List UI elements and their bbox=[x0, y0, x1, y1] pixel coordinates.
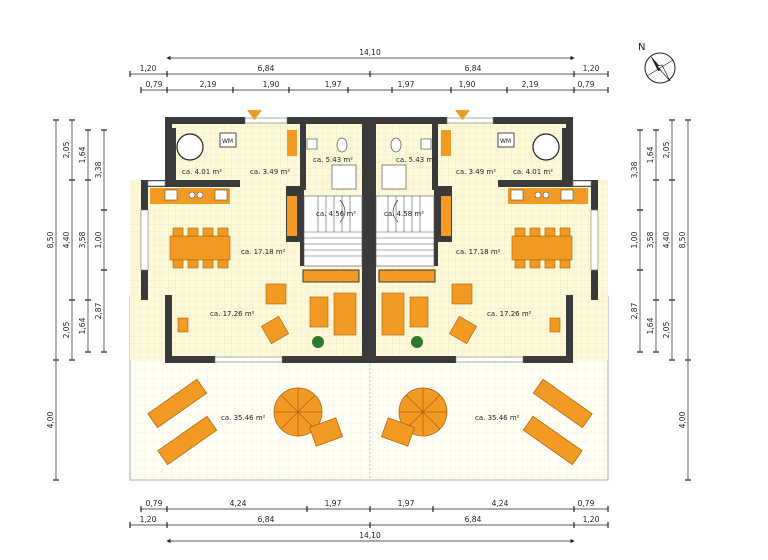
dim-bottom-r1: 0,79 bbox=[578, 499, 595, 508]
walls bbox=[141, 117, 598, 363]
wm-label-right: WM bbox=[500, 138, 511, 145]
parasol-icon bbox=[273, 387, 448, 447]
dim-bottom-total: 14,10 bbox=[359, 531, 381, 540]
room-wc-right: ca. 5.43 m² bbox=[396, 156, 436, 164]
dim-bottom-r2: 6,84 bbox=[258, 515, 275, 524]
dim-bottom-r2: 6,84 bbox=[465, 515, 482, 524]
north-label: N bbox=[638, 42, 645, 53]
room-labels: ca. 4.01 m² ca. 3.49 m² ca. 5.43 m² ca. … bbox=[182, 156, 553, 422]
sun-loungers bbox=[147, 378, 593, 466]
dim-top-r2: 0,79 bbox=[578, 80, 595, 89]
dim-top-r2: 0,79 bbox=[146, 80, 163, 89]
dim-left-inner: 1,64 bbox=[78, 317, 87, 334]
dim-bottom-r1: 0,79 bbox=[146, 499, 163, 508]
dim-bottom-r1: 4,24 bbox=[230, 499, 247, 508]
dim-right-inner: 3,58 bbox=[646, 231, 655, 248]
dining-table-right bbox=[511, 227, 573, 269]
dim-top-r1: 1,20 bbox=[583, 64, 600, 73]
room-dining-right: ca. 17.18 m² bbox=[456, 248, 501, 256]
dim-right-inner: 1,64 bbox=[646, 146, 655, 163]
dim-bottom-r1: 4,24 bbox=[492, 499, 509, 508]
room-terrace-right: ca. 35.46 m² bbox=[475, 414, 520, 422]
bathroom-fixtures-right: WM bbox=[497, 132, 560, 161]
dim-left-mid: 2,05 bbox=[62, 321, 71, 338]
dim-left-inner: 3,58 bbox=[78, 231, 87, 248]
room-hall-right: ca. 3.49 m² bbox=[456, 168, 496, 176]
dim-top-r2: 1,97 bbox=[325, 80, 342, 89]
dimensions bbox=[53, 55, 691, 544]
room-stair-right: ca. 4.58 m² bbox=[384, 210, 424, 218]
dim-top-r2: 1,90 bbox=[263, 80, 280, 89]
room-bath-left: ca. 4.01 m² bbox=[182, 168, 222, 176]
compass-icon: N bbox=[638, 42, 676, 84]
dim-left-inner2: 3,38 bbox=[94, 161, 103, 178]
stairs bbox=[303, 195, 435, 267]
dim-left-outer: 8,50 bbox=[46, 231, 55, 248]
room-wc-left: ca. 5.43 m² bbox=[313, 156, 353, 164]
dim-right-outer: 4,00 bbox=[678, 411, 687, 428]
room-stair-left: ca. 4.56 m² bbox=[316, 210, 356, 218]
dim-right-inner: 1,64 bbox=[646, 317, 655, 334]
dim-top-r2: 2,19 bbox=[522, 80, 539, 89]
dim-left-mid: 2,05 bbox=[62, 141, 71, 158]
room-living-left: ca. 17.26 m² bbox=[210, 310, 255, 318]
cabinets bbox=[287, 130, 451, 236]
dim-top-r2: 1,90 bbox=[459, 80, 476, 89]
dim-left-mid: 4,40 bbox=[62, 231, 71, 248]
dim-right-outer: 8,50 bbox=[678, 231, 687, 248]
dim-right-inner2: 1,00 bbox=[630, 231, 639, 248]
wm-label-left: WM bbox=[222, 138, 233, 145]
dim-top-r1: 6,84 bbox=[465, 64, 482, 73]
dim-right-mid: 4,40 bbox=[662, 231, 671, 248]
dim-top-total: 14,10 bbox=[359, 48, 381, 57]
living-furniture-left bbox=[177, 283, 357, 345]
dim-right-mid: 2,05 bbox=[662, 321, 671, 338]
dim-top-r2: 2,19 bbox=[200, 80, 217, 89]
dim-left-inner2: 2,87 bbox=[94, 302, 103, 319]
dim-left-inner2: 1,00 bbox=[94, 231, 103, 248]
dim-bottom-r2: 1,20 bbox=[140, 515, 157, 524]
room-living-right: ca. 17.26 m² bbox=[487, 310, 532, 318]
dim-left-outer: 4,00 bbox=[46, 411, 55, 428]
dim-right-mid: 2,05 bbox=[662, 141, 671, 158]
room-dining-left: ca. 17.18 m² bbox=[241, 248, 286, 256]
dim-top-r1: 6,84 bbox=[258, 64, 275, 73]
room-terrace-left: ca. 35.46 m² bbox=[221, 414, 266, 422]
dimension-labels: 14,10 1,20 6,84 6,84 1,20 0,79 2,19 1,90… bbox=[46, 48, 687, 540]
dim-bottom-r1: 1,97 bbox=[398, 499, 415, 508]
dim-top-r2: 1,97 bbox=[398, 80, 415, 89]
bathroom-fixtures-left: WM bbox=[176, 132, 237, 161]
living-furniture-right bbox=[381, 283, 561, 345]
room-hall-left: ca. 3.49 m² bbox=[250, 168, 290, 176]
dim-right-inner2: 3,38 bbox=[630, 161, 639, 178]
windows bbox=[140, 117, 599, 363]
wc-fixtures bbox=[306, 137, 432, 190]
kitchen-counters bbox=[150, 188, 588, 204]
dim-top-r1: 1,20 bbox=[140, 64, 157, 73]
room-bath-right: ca. 4.01 m² bbox=[513, 168, 553, 176]
sideboards bbox=[302, 269, 436, 283]
dim-right-inner2: 2,87 bbox=[630, 302, 639, 319]
dim-bottom-r1: 1,97 bbox=[325, 499, 342, 508]
plant-icon bbox=[312, 336, 423, 348]
dim-left-inner: 1,64 bbox=[78, 146, 87, 163]
entrance-arrow-icon bbox=[247, 110, 470, 120]
dim-bottom-r2: 1,20 bbox=[583, 515, 600, 524]
dining-table-left bbox=[169, 227, 231, 269]
